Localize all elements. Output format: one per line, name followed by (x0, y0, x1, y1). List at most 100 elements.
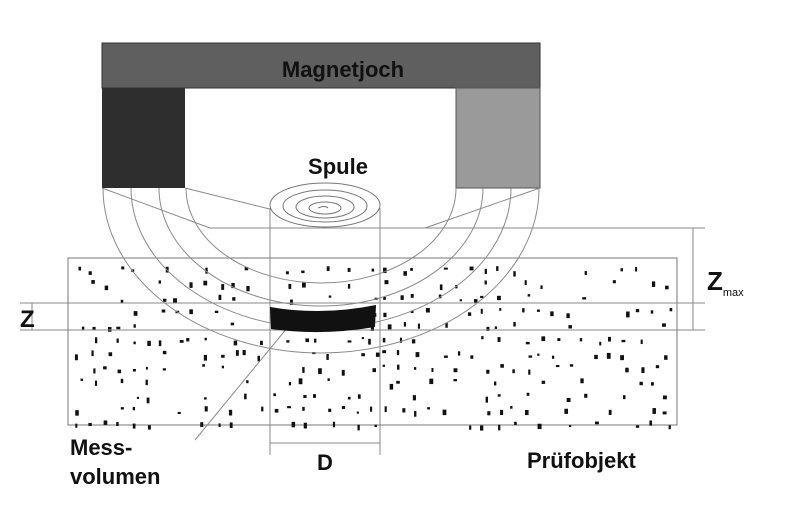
texture-dot (496, 266, 499, 271)
texture-dot (177, 411, 181, 415)
texture-dot (116, 326, 121, 330)
texture-dot (453, 379, 458, 382)
texture-dot (621, 339, 626, 343)
texture-dot (528, 369, 531, 375)
texture-dot (607, 336, 611, 342)
texture-dot (291, 421, 296, 428)
texture-dot (189, 309, 193, 315)
left-pole (102, 88, 185, 188)
texture-dot (120, 299, 124, 304)
texture-dot (204, 337, 207, 341)
texture-dot (305, 338, 310, 343)
zmax-main: Z (707, 266, 723, 296)
texture-dot (121, 266, 125, 270)
texture-dot (417, 323, 420, 329)
texture-dot (88, 271, 92, 275)
texture-dot (524, 409, 529, 416)
texture-dot (443, 267, 448, 270)
texture-dot (494, 381, 497, 386)
zmax-label: Zmax (707, 266, 744, 299)
texture-dot (383, 296, 386, 300)
texture-dot (569, 364, 574, 367)
texture-dot (361, 353, 365, 357)
texture-dot (496, 295, 501, 301)
texture-dot (326, 266, 330, 272)
texture-dot (453, 368, 458, 373)
texture-dot (443, 355, 448, 358)
texture-dot (200, 422, 204, 428)
texture-dot (204, 406, 208, 412)
texture-dot (494, 326, 498, 329)
texture-dot (457, 351, 461, 356)
texture-dot (361, 337, 365, 340)
texture-dot (287, 406, 292, 409)
texture-dot (655, 365, 660, 369)
texture-dot (91, 280, 95, 284)
texture-dot (498, 424, 501, 431)
zmax-sub: max (723, 287, 744, 299)
texture-dot (662, 323, 666, 327)
texture-dot (568, 325, 572, 329)
texture-dot (497, 394, 501, 397)
texture-dot (230, 322, 235, 326)
texture-dot (162, 368, 166, 371)
texture-dot (246, 285, 250, 292)
texture-dot (512, 369, 515, 374)
texture-dot (244, 393, 247, 400)
texture-dot (499, 308, 502, 311)
test-object-label: Prüfobjekt (527, 448, 636, 473)
texture-dot (566, 397, 571, 402)
texture-dot (91, 350, 94, 357)
texture-dot (108, 352, 113, 357)
texture-dot (221, 365, 224, 369)
texture-dot (665, 285, 669, 290)
texture-dot (92, 326, 96, 331)
texture-dot (470, 355, 474, 359)
texture-dot (635, 425, 640, 428)
texture-dot (467, 312, 472, 316)
texture-dot (410, 267, 413, 271)
texture-dot (327, 378, 330, 381)
texture-dot (383, 267, 387, 274)
texture-dot (480, 308, 483, 314)
texture-dot (411, 339, 416, 344)
texture-dot (75, 410, 79, 416)
texture-dot (288, 283, 292, 289)
texture-dot (564, 408, 569, 414)
texture-dot (290, 299, 293, 306)
texture-dot (302, 282, 306, 288)
texture-dot (244, 266, 249, 271)
texture-dot (136, 396, 140, 399)
texture-dot (328, 408, 332, 412)
texture-dot (382, 337, 386, 343)
texture-dot (640, 339, 643, 345)
texture-dot (527, 294, 531, 297)
texture-dot (74, 354, 78, 361)
texture-dot (484, 268, 487, 274)
texture-dot (639, 381, 643, 386)
texture-dot (410, 310, 414, 314)
texture-dot (347, 340, 352, 343)
texture-dot (205, 267, 208, 274)
texture-dot (485, 396, 489, 403)
texture-dot (481, 336, 484, 340)
texture-dot (540, 285, 543, 290)
texture-dot (374, 424, 378, 428)
texture-dot (650, 382, 654, 386)
texture-dot (480, 425, 484, 431)
texture-dot (218, 423, 221, 427)
texture-dot (133, 341, 136, 345)
texture-dot (396, 380, 400, 384)
texture-dot (133, 324, 136, 328)
texture-dot (328, 295, 332, 298)
texture-dot (513, 271, 516, 277)
texture-dot (414, 410, 417, 417)
texture-dot (313, 394, 316, 398)
texture-dot (541, 336, 546, 342)
texture-dot (173, 298, 177, 303)
texture-dot (356, 411, 359, 414)
texture-dot (371, 268, 375, 272)
texture-dot (146, 397, 150, 404)
texture-dot (399, 337, 402, 343)
